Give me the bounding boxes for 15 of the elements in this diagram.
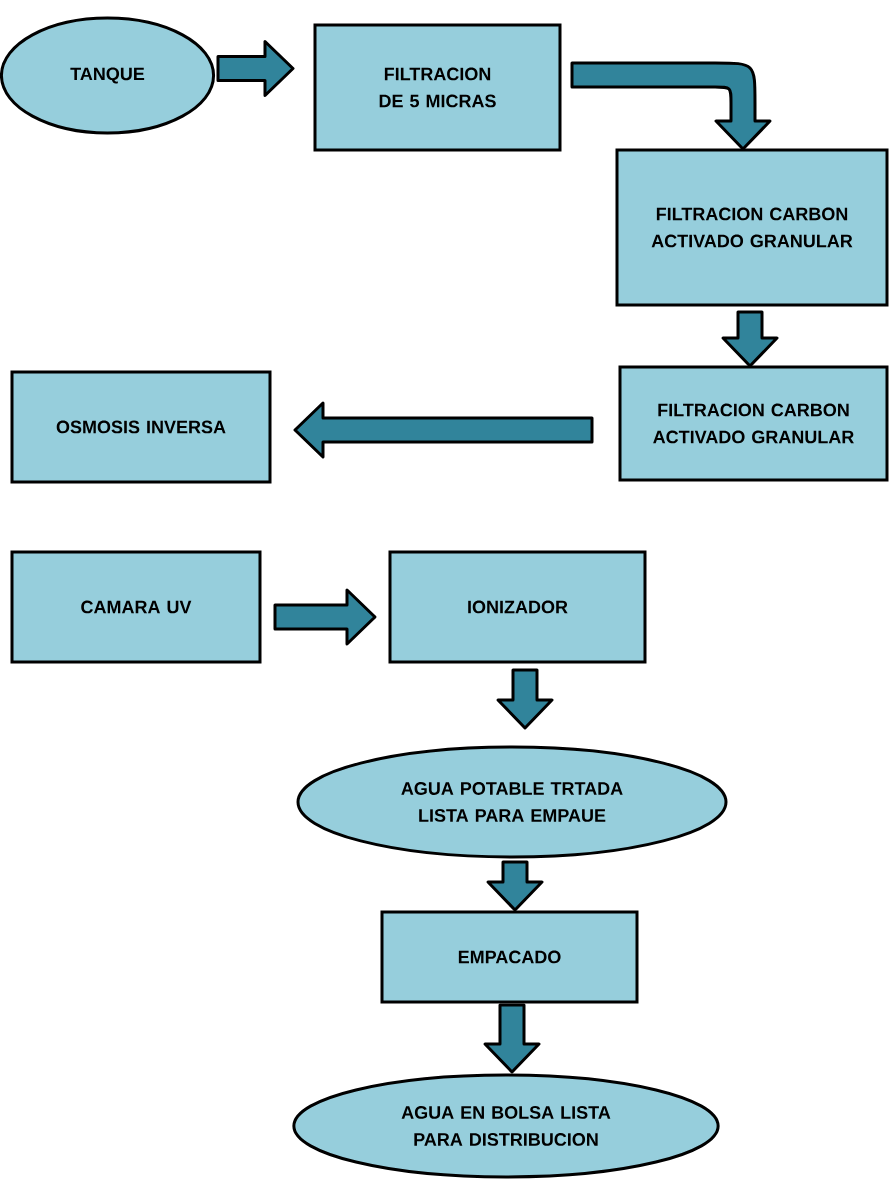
process-box: EMPACADO (380, 910, 639, 1004)
process-box: CAMARA UV (10, 550, 262, 664)
process-box: FILTRACION DE 5 MICRAS (313, 23, 562, 152)
block-arrow (483, 1003, 541, 1074)
block-arrow (293, 401, 594, 459)
process-box: FILTRACION CARBON ACTIVADO GRANULAR (618, 365, 889, 482)
block-arrow (570, 61, 772, 151)
process-box: OSMOSIS INVERSA (10, 370, 272, 484)
process-box: IONIZADOR (388, 550, 647, 664)
block-arrow (273, 588, 377, 646)
block-arrow (486, 860, 544, 912)
block-arrow (496, 668, 554, 730)
block-arrow (721, 310, 779, 368)
process-box: FILTRACION CARBON ACTIVADO GRANULAR (615, 148, 889, 307)
block-arrow (216, 40, 295, 97)
